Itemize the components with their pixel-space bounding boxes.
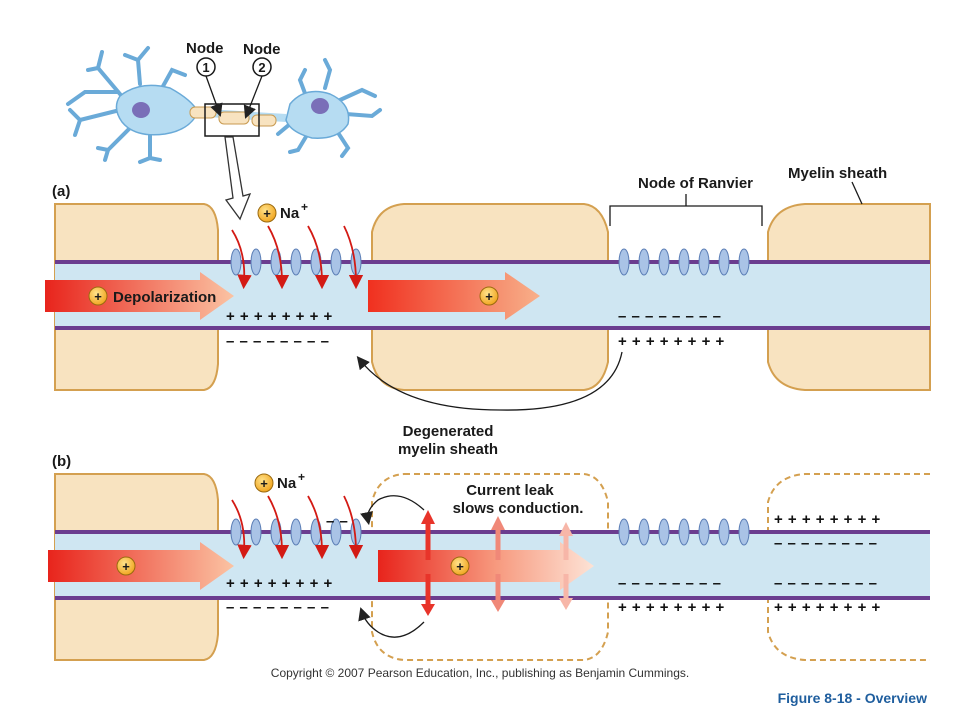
copyright-text: Copyright © 2007 Pearson Education, Inc.… <box>270 666 690 680</box>
panel-a-na-ion-icon <box>257 203 277 223</box>
panel-b-depolarization-plus: + <box>122 559 130 574</box>
panel-a: (a) <box>45 165 931 411</box>
node1-label: Node <box>186 40 224 57</box>
panel-a-node1-inside-charges: + + + + + + + + <box>226 308 333 325</box>
panel-a-na-label: Na <box>280 205 300 222</box>
panel-a-node1-outside-charges: – – – – – – – – <box>226 333 329 350</box>
panel-b-node1-minus-pair: – – <box>326 513 348 530</box>
panel-b-leak-curve-bottom <box>358 607 425 638</box>
right-neuron-nucleus <box>311 98 329 114</box>
current-leak-line2: slows conduction. <box>453 500 584 517</box>
panel-b-weakened-conduction-arrow <box>378 542 594 590</box>
panel-b-na-ion-icon <box>254 473 274 493</box>
node1-number: 1 <box>202 60 209 75</box>
left-neuron-dendrites <box>66 46 187 164</box>
zoom-hollow-arrow <box>224 136 252 221</box>
panel-b-na-ion-plus: + <box>260 476 268 491</box>
panel-b-conduction-plus-icon <box>450 556 470 576</box>
left-neuron-soma <box>115 84 199 136</box>
left-neuron-nucleus <box>132 102 150 118</box>
panel-a-na-inflow-arrows <box>231 225 364 290</box>
panel-b-leak-curve-top <box>360 495 425 526</box>
myelin-segments-mini <box>189 106 277 127</box>
panel-b-na-inflow-arrows <box>231 495 364 560</box>
panel-a-local-current-arrow <box>356 351 623 411</box>
degenerated-label-line1: Degenerated <box>403 423 494 440</box>
panel-a-conduction-plus: + <box>485 289 493 304</box>
panel-a-conduction-plus-icon <box>479 286 499 306</box>
panel-a-na-charge: + <box>301 200 308 214</box>
panel-b-node2-channels <box>618 518 750 546</box>
panel-a-depolarization-plus: + <box>94 289 102 304</box>
node1-pointer <box>205 75 223 117</box>
panel-b-degenerated-myelin-3 <box>767 473 930 661</box>
panel-b-right-outside-charges: + + + + + + + + <box>774 599 881 616</box>
panel-a-node2-channels <box>618 248 750 276</box>
node-of-ranvier-label: Node of Ranvier <box>638 175 753 192</box>
panel-b-current-leak-arrows <box>421 510 573 616</box>
panel-b-conduction-plus: + <box>456 559 464 574</box>
panel-b-right-outer-charges: + + + + + + + + <box>774 511 881 528</box>
panel-b-node2-outside-charges: + + + + + + + + <box>618 599 725 616</box>
current-leak-line1: Current leak <box>466 482 554 499</box>
panel-a-depolarization-arrow <box>45 272 234 320</box>
node2-label: Node <box>243 41 281 58</box>
panel-b-degenerated-myelin-2 <box>371 473 609 661</box>
panel-a-node1-channels <box>230 248 362 276</box>
panel-b-node1-inside-charges: + + + + + + + + <box>226 575 333 592</box>
panel-a-node2-inside-charges: – – – – – – – – <box>618 308 721 325</box>
myelin-sheath-label: Myelin sheath <box>788 165 887 182</box>
panel-b-node1-outside-charges: – – – – – – – – <box>226 599 329 616</box>
panel-b-depolarization-arrow <box>48 542 234 590</box>
panel-a-na-ion-plus: + <box>263 206 271 221</box>
panel-b-label: (b) <box>52 453 71 470</box>
neuron-overview-illustration: Node Node 1 2 <box>66 40 382 221</box>
panel-b-right-inner-top-charges: – – – – – – – – <box>774 535 877 552</box>
panel-a-conduction-arrow <box>368 272 540 320</box>
panel-b-na-charge: + <box>298 470 305 484</box>
panel-b-right-inside-charges: – – – – – – – – <box>774 575 877 592</box>
panel-b-node2-inside-charges: – – – – – – – – <box>618 575 721 592</box>
panel-b-depolarization-plus-icon <box>116 556 136 576</box>
myelin-sheath-pointer <box>851 181 863 205</box>
figure-label: Figure 8-18 - Overview <box>777 690 927 706</box>
panel-a-node2-outside-charges: + + + + + + + + <box>618 333 725 350</box>
depolarization-label: Depolarization <box>113 289 216 306</box>
zoom-box <box>204 103 260 137</box>
node2-pointer <box>243 75 263 119</box>
right-neuron-soma <box>285 90 350 139</box>
panel-b: (b) Degenerated myelin sheath <box>48 423 930 661</box>
node2-number: 2 <box>258 60 265 75</box>
degenerated-label-line2: myelin sheath <box>398 441 498 458</box>
panel-a-label: (a) <box>52 183 70 200</box>
node-of-ranvier-bracket <box>609 205 763 226</box>
panel-a-depolarization-plus-icon <box>88 286 108 306</box>
panel-b-na-label: Na <box>277 475 297 492</box>
